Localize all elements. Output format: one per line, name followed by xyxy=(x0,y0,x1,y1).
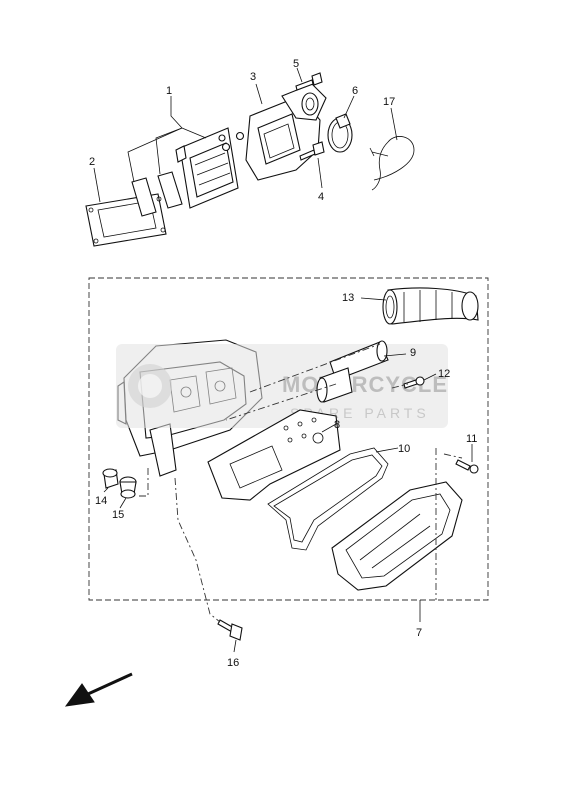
label-part-12: 12 xyxy=(438,368,450,380)
cover-part-7 xyxy=(331,481,463,591)
label-part-16: 16 xyxy=(227,657,239,669)
label-part-7: 7 xyxy=(416,627,422,639)
spring-clip-part-17 xyxy=(369,136,415,191)
label-part-13: 13 xyxy=(342,292,354,304)
pipe-part-9 xyxy=(316,340,389,403)
manifold-part-3 xyxy=(245,83,327,181)
label-part-17: 17 xyxy=(383,96,395,108)
element-plate-part-8 xyxy=(207,409,341,501)
assembly-lines xyxy=(136,343,463,623)
label-part-10: 10 xyxy=(398,443,410,455)
label-part-15: 15 xyxy=(112,509,124,521)
label-part-8: 8 xyxy=(334,419,340,431)
bolt-part-16 xyxy=(217,619,243,641)
label-part-14: 14 xyxy=(95,495,107,507)
label-part-3: 3 xyxy=(250,71,256,83)
fitting-part-14 xyxy=(102,468,119,489)
reed-screws xyxy=(221,131,245,152)
reed-valve-part-1 xyxy=(175,127,239,209)
label-part-5: 5 xyxy=(293,58,299,70)
label-part-6: 6 xyxy=(352,85,358,97)
label-part-1: 1 xyxy=(166,85,172,97)
seal-part-10 xyxy=(267,447,389,551)
screw-part-11 xyxy=(455,459,479,474)
bolt-part-4 xyxy=(299,141,325,161)
gasket-part-2 xyxy=(85,193,167,247)
clamp-part-6 xyxy=(327,113,353,153)
assembly-group-border xyxy=(88,277,489,601)
duct-part-13 xyxy=(382,287,479,325)
grommet-part-15 xyxy=(119,476,137,499)
bolt-part-5 xyxy=(295,72,323,91)
reed-petals xyxy=(131,171,183,217)
label-part-4: 4 xyxy=(318,191,324,203)
label-part-2: 2 xyxy=(89,156,95,168)
leader-lines xyxy=(93,67,473,653)
part-labels: 1 2 3 4 5 6 7 8 9 10 11 12 13 14 15 16 1… xyxy=(89,58,477,669)
label-part-11: 11 xyxy=(466,433,477,445)
direction-arrow-icon xyxy=(64,672,133,707)
screw-part-12 xyxy=(403,376,425,389)
label-part-9: 9 xyxy=(410,347,416,359)
